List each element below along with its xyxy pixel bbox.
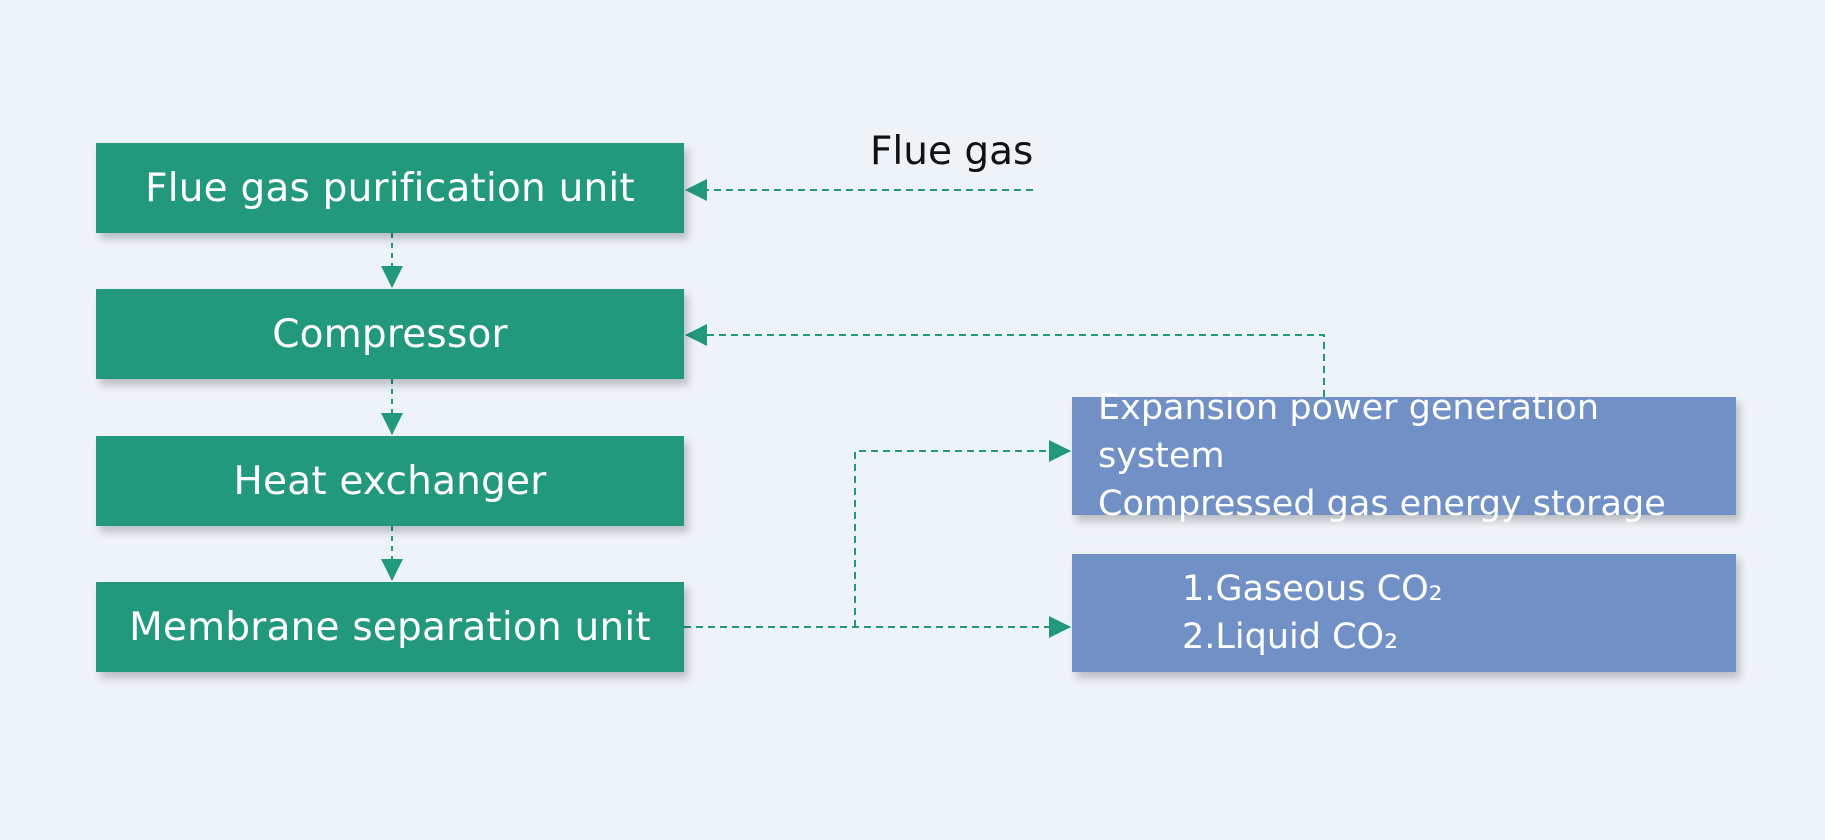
compressor-box: Compressor: [96, 289, 684, 379]
energy-storage-box: Expansion power generation system Compre…: [1072, 388, 1736, 524]
product-line-2: 2.Liquid CO₂: [1182, 617, 1399, 657]
membrane-to-energy-system-arrow: [854, 440, 1071, 627]
energy-box-line-1: Expansion power generation system: [1098, 388, 1600, 476]
membrane-separation-unit-box: Membrane separation unit: [96, 582, 684, 672]
energy-system-to-compressor-arrow: [685, 324, 1325, 397]
co2-products-box: 1.Gaseous CO₂ 2.Liquid CO₂: [1072, 554, 1736, 672]
heat-exchanger-box: Heat exchanger: [96, 436, 684, 526]
product-line-1: 1.Gaseous CO₂: [1182, 569, 1443, 609]
flue-gas-input-label: Flue gas: [870, 129, 1034, 174]
energy-box-line-2: Compressed gas energy storage: [1098, 484, 1666, 524]
flue-gas-purification-unit-box: Flue gas purification unit: [96, 143, 684, 233]
